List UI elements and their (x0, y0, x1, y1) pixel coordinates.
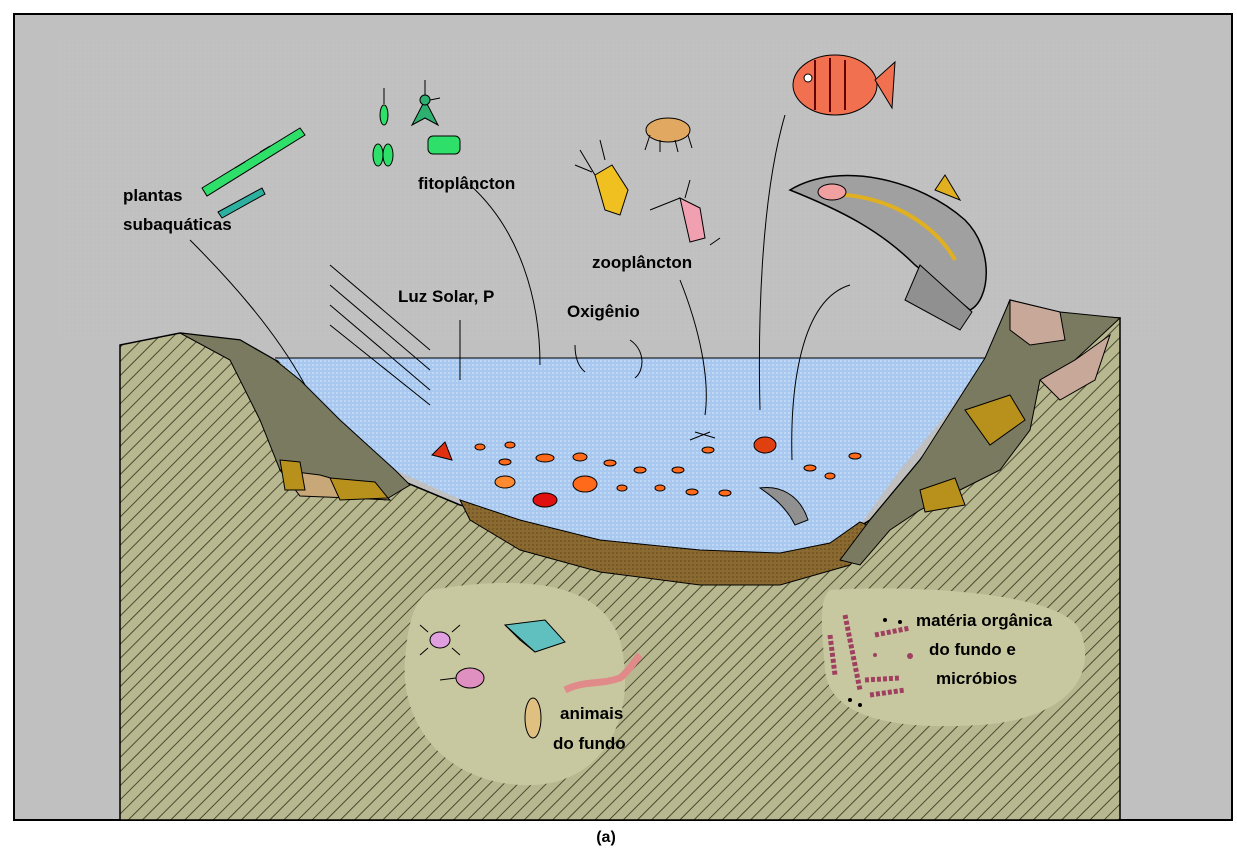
label-animais-1: animais (560, 704, 623, 723)
label-materia-2: do fundo e (929, 640, 1016, 659)
label-luz-solar: Luz Solar, P (398, 287, 494, 306)
label-zooplancton: zooplâncton (592, 253, 692, 272)
label-animais-2: do fundo (553, 734, 626, 753)
label-plantas: plantas (123, 186, 183, 205)
label-materia-1: matéria orgânica (916, 611, 1053, 630)
figure-caption: (a) (596, 829, 616, 846)
label-materia-3: micróbios (936, 669, 1017, 688)
label-oxigenio: Oxigênio (567, 302, 640, 321)
label-subaquaticas: subaquáticas (123, 215, 232, 234)
label-fitoplancton: fitoplâncton (418, 174, 515, 193)
